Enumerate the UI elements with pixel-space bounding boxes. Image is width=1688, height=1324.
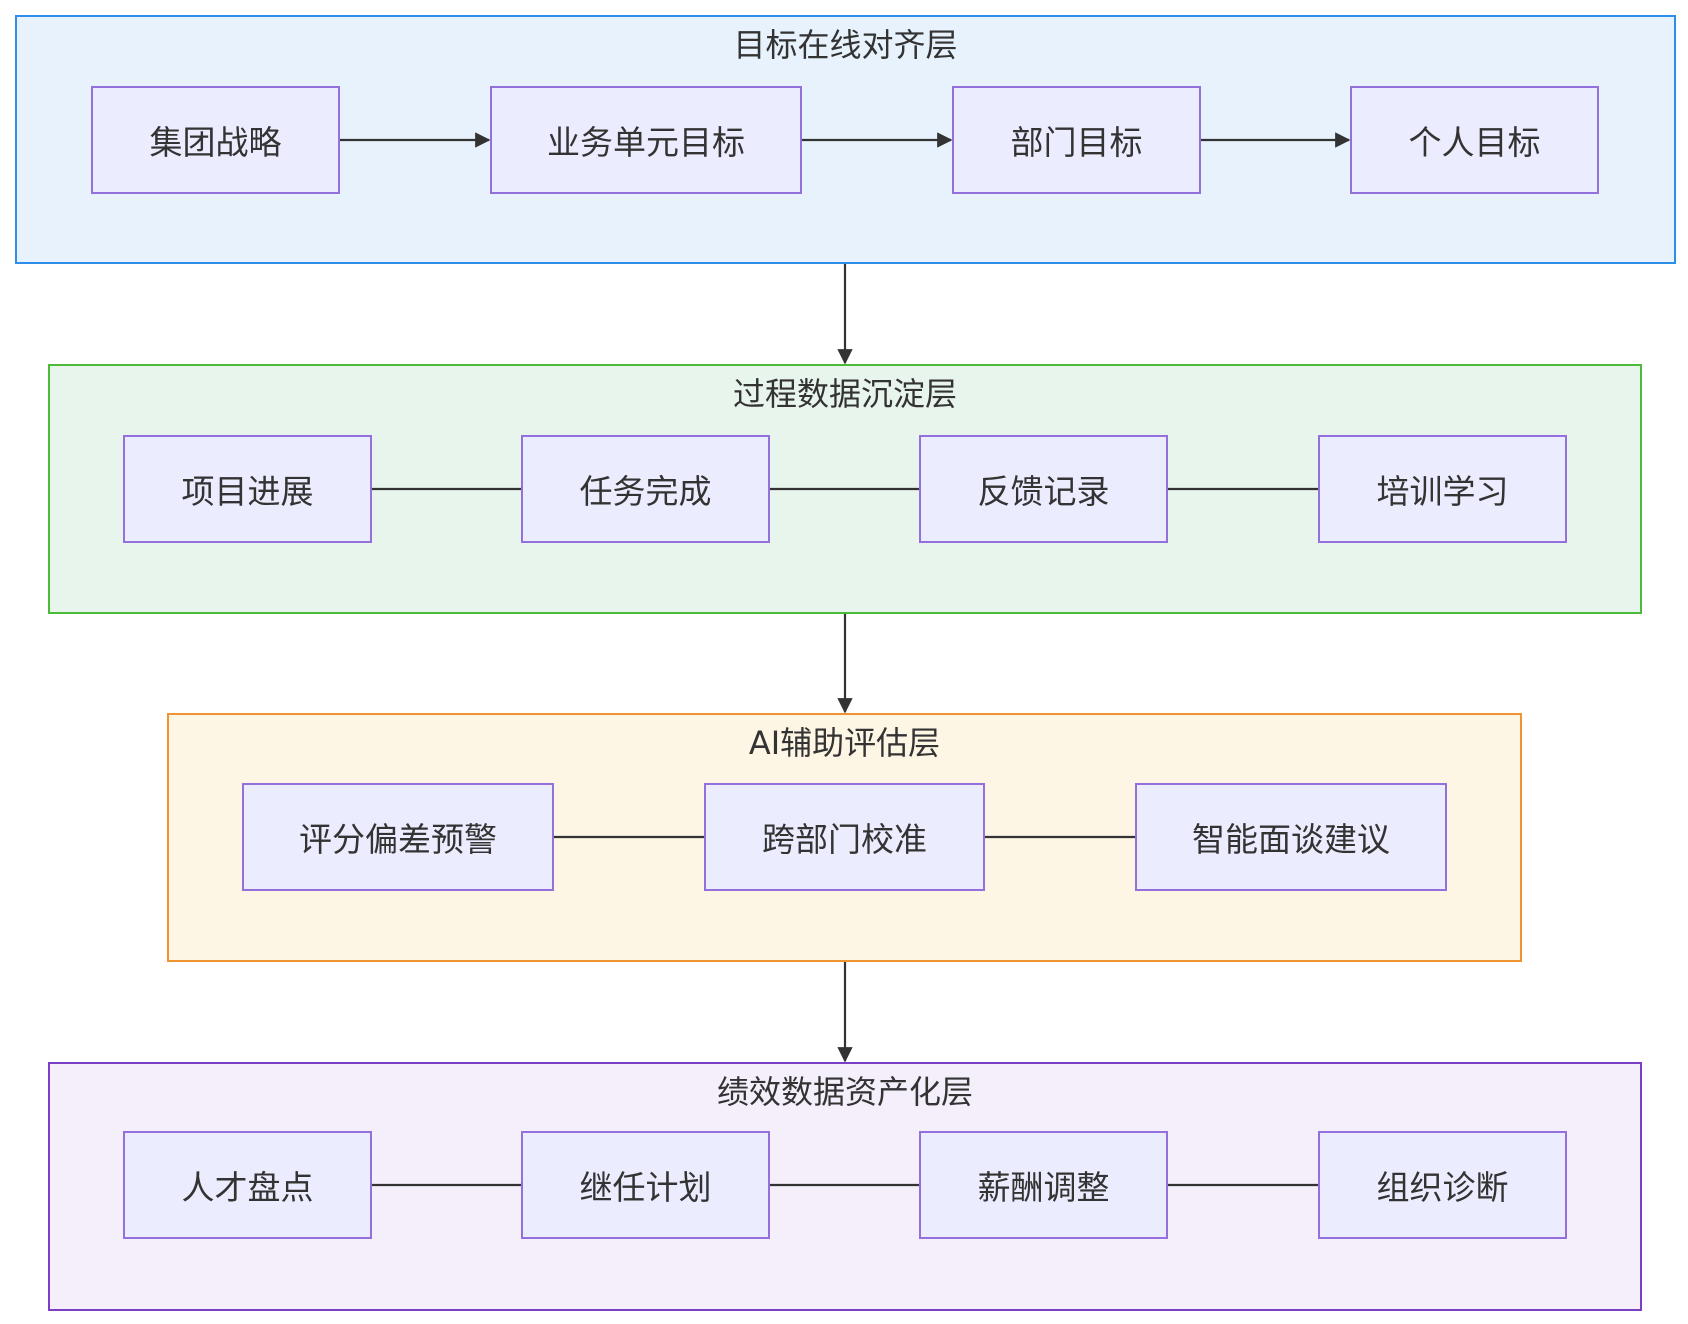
node-3-3: 智能面谈建议 (1135, 783, 1447, 891)
node-4-2: 继任计划 (521, 1131, 770, 1239)
node-1-2: 业务单元目标 (490, 86, 802, 194)
node-4-1: 人才盘点 (123, 1131, 372, 1239)
node-4-4: 组织诊断 (1318, 1131, 1567, 1239)
layer-title: 绩效数据资产化层 (716, 1073, 973, 1111)
node-2-3: 反馈记录 (919, 435, 1168, 543)
layer-title: 过程数据沉淀层 (732, 375, 957, 413)
node-4-3: 薪酬调整 (919, 1131, 1168, 1239)
layer-title: AI辅助评估层 (748, 724, 941, 762)
layer-title: 目标在线对齐层 (733, 26, 958, 64)
node-1-3: 部门目标 (952, 86, 1201, 194)
node-3-1: 评分偏差预警 (242, 783, 554, 891)
node-2-2: 任务完成 (521, 435, 770, 543)
node-3-2: 跨部门校准 (704, 783, 985, 891)
node-1-1: 集团战略 (91, 86, 340, 194)
node-1-4: 个人目标 (1350, 86, 1599, 194)
node-2-4: 培训学习 (1318, 435, 1567, 543)
node-2-1: 项目进展 (123, 435, 372, 543)
